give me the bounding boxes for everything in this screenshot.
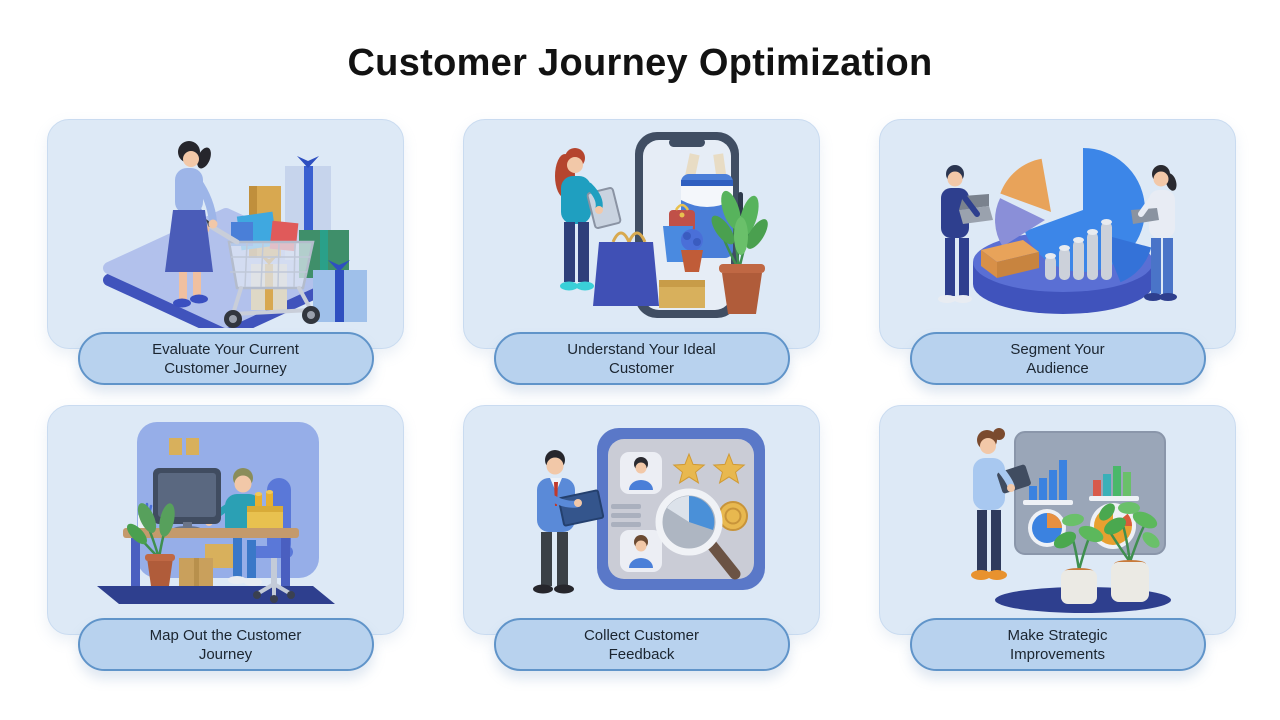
label-line: Collect Customer [583, 626, 700, 644]
label-line: Segment Your [1010, 340, 1105, 358]
card-map-customer-journey: Map Out the Customer Journey [47, 405, 404, 671]
label-line: Customer [608, 359, 675, 377]
feedback-panel-illustration [464, 408, 819, 614]
feedback-panel-icon [532, 428, 765, 594]
growth-charts-illustration [880, 408, 1235, 614]
label-line: Make Strategic [1007, 626, 1108, 644]
card-collect-feedback: Collect Customer Feedback [463, 405, 820, 671]
shopping-cart-gifts-illustration [48, 122, 403, 328]
label-pill-map: Map Out the Customer Journey [77, 618, 374, 671]
label-pill-evaluate: Evaluate Your Current Customer Journey [77, 332, 374, 385]
desk-workstation-icon [96, 422, 335, 604]
label-line: Journey [198, 645, 253, 663]
label-line: Understand Your Ideal [567, 340, 716, 358]
label-line: Map Out the Customer [149, 626, 302, 644]
page-title: Customer Journey Optimization [347, 42, 933, 84]
pie-chart-analysts-illustration [880, 122, 1235, 328]
label-pill-segment: Segment Your Audience [909, 332, 1206, 385]
smartphone-shopper-icon [554, 132, 768, 318]
label-pill-understand: Understand Your Ideal Customer [493, 332, 790, 385]
label-pill-improve: Make Strategic Improvements [909, 618, 1206, 671]
label-line: Audience [1026, 359, 1089, 377]
label-line: Customer Journey [164, 359, 287, 377]
card-segment-audience: Segment Your Audience [879, 119, 1236, 385]
card-understand-ideal-customer: Understand Your Ideal Customer [463, 119, 820, 385]
shopping-cart-gifts-icon [102, 141, 367, 328]
card-evaluate-current-journey: Evaluate Your Current Customer Journey [47, 119, 404, 385]
smartphone-shopper-illustration [464, 122, 819, 328]
pie-chart-analysts-icon [937, 148, 1177, 314]
label-pill-collect: Collect Customer Feedback [493, 618, 790, 671]
growth-charts-icon [970, 428, 1171, 613]
label-line: Feedback [608, 645, 675, 663]
label-line: Improvements [1009, 645, 1106, 663]
desk-workstation-illustration [48, 408, 403, 614]
card-make-improvements: Make Strategic Improvements [879, 405, 1236, 671]
label-line: Evaluate Your Current [152, 340, 299, 358]
